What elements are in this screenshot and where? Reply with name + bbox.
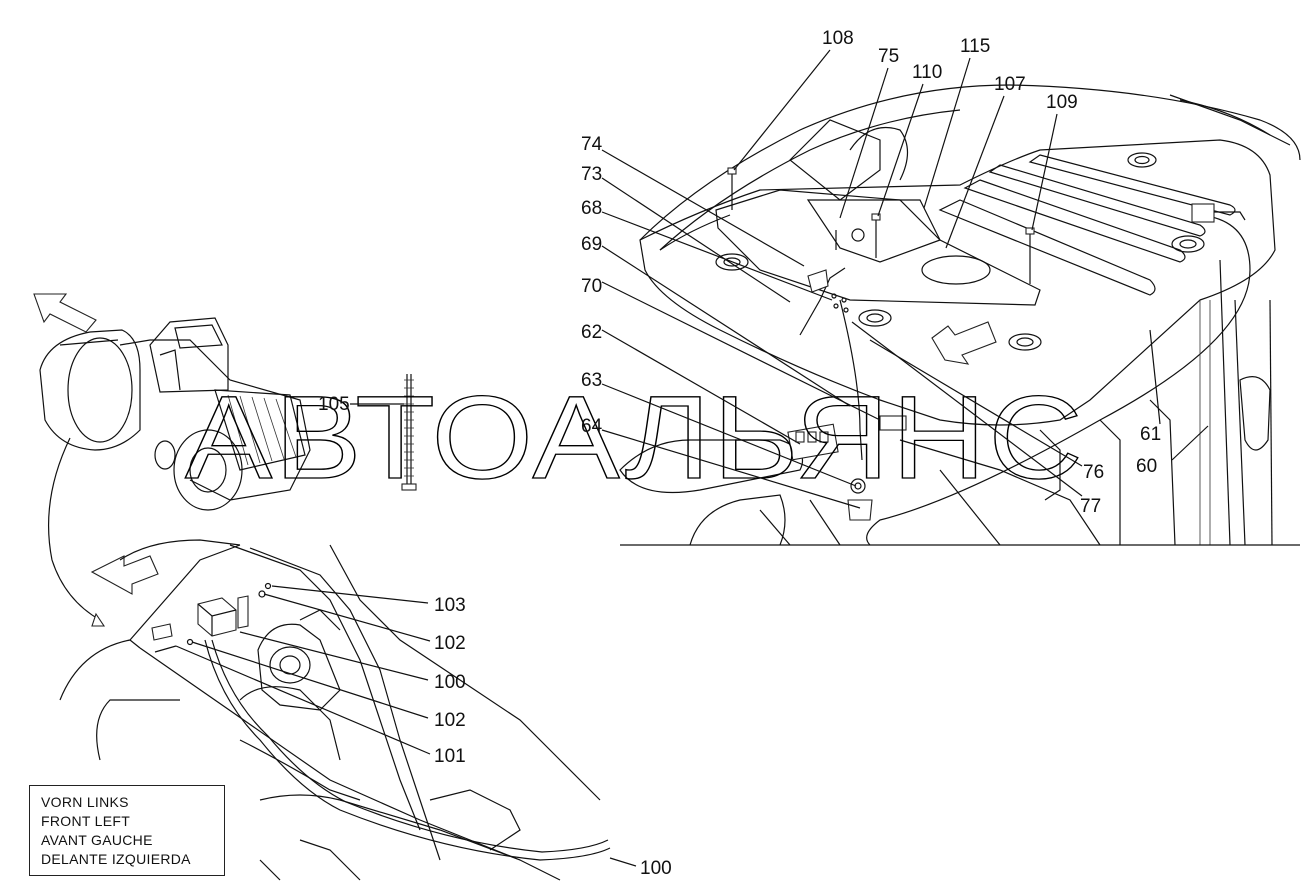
callout-100-upper: 100 xyxy=(434,672,466,693)
callout-73: 73 xyxy=(581,164,602,185)
callout-68: 68 xyxy=(581,198,602,219)
legend-line-french: AVANT GAUCHE xyxy=(41,832,153,848)
leader-lines xyxy=(175,49,1209,867)
legend-line-spanish: DELANTE IZQUIERDA xyxy=(41,851,191,867)
callout-70: 70 xyxy=(581,276,602,297)
callout-64: 64 xyxy=(581,416,603,437)
orientation-legend: VORN LINKS FRONT LEFT AVANT GAUCHE DELAN… xyxy=(29,785,225,876)
callout-109: 109 xyxy=(1046,92,1078,113)
legend-line-english: FRONT LEFT xyxy=(41,813,131,829)
legend-line-german: VORN LINKS xyxy=(41,794,129,810)
callout-107: 107 xyxy=(994,74,1026,95)
callout-105: 105 xyxy=(318,394,350,415)
callout-108: 108 xyxy=(822,28,854,49)
callout-69: 69 xyxy=(581,234,602,255)
callout-102-upper: 102 xyxy=(434,633,466,654)
callout-60: 60 xyxy=(1136,456,1157,477)
callout-110: 110 xyxy=(912,62,942,83)
callout-63: 63 xyxy=(581,370,602,391)
callout-103: 103 xyxy=(434,595,466,616)
callout-101: 101 xyxy=(434,746,466,767)
roller-overview-drawing xyxy=(33,293,417,627)
callout-62: 62 xyxy=(581,322,602,343)
cab-roof-drawing xyxy=(619,84,1301,546)
watermark-text: АВТОАЛЬЯНС xyxy=(185,372,1085,504)
screw-thread xyxy=(404,379,414,477)
callout-labels: 108 75 115 110 107 109 74 73 68 69 70 62… xyxy=(318,28,1161,879)
callout-102-lower: 102 xyxy=(434,710,466,731)
callout-61: 61 xyxy=(1140,424,1161,445)
callout-77: 77 xyxy=(1080,496,1101,517)
callout-115: 115 xyxy=(960,36,990,57)
callout-74: 74 xyxy=(581,134,603,155)
callout-76: 76 xyxy=(1083,462,1104,483)
callout-100-lower: 100 xyxy=(640,858,672,879)
callout-75: 75 xyxy=(878,46,899,67)
